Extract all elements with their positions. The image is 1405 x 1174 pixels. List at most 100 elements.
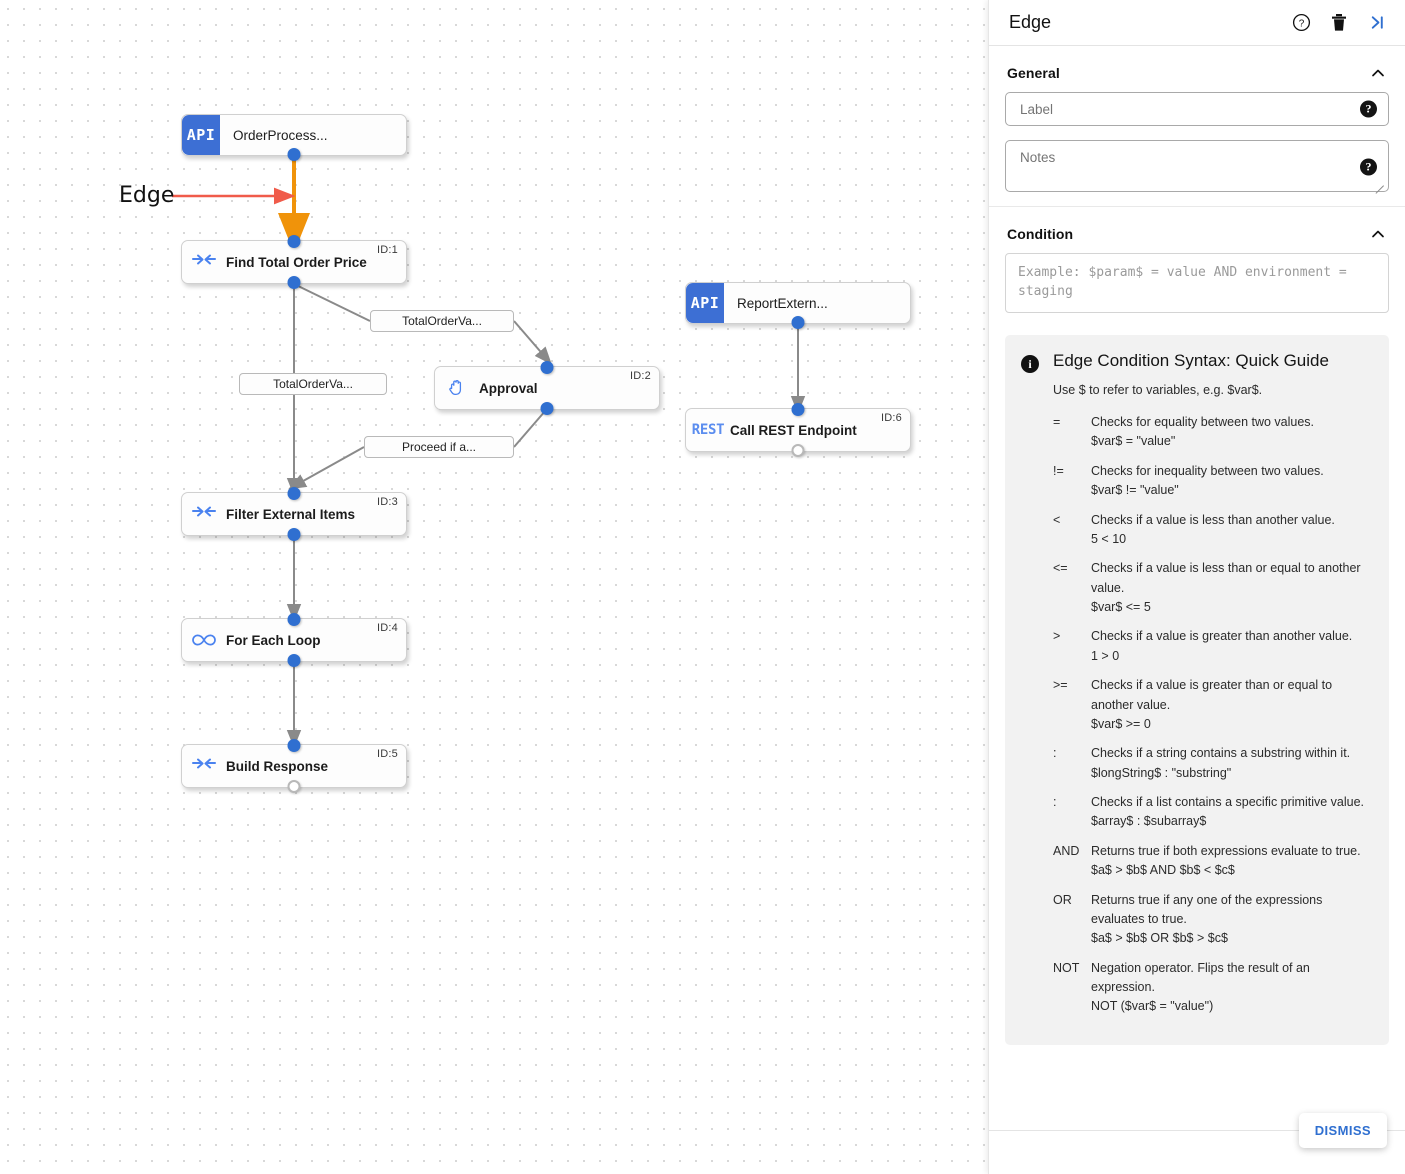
operator-row: AND Returns true if both expressions eval… [1053,842,1373,881]
operator-description: Checks for inequality between two values… [1091,462,1373,501]
node-title: Filter External Items [226,506,356,522]
operator-symbol: <= [1053,561,1068,576]
node-id-label: ID:3 [377,496,398,508]
operator-symbol: AND [1053,843,1080,858]
node-filter-external-items[interactable]: Filter External Items ID:3 [181,487,407,541]
node-title: ReportExtern... [737,295,828,311]
operator-example: 1 > 0 [1091,648,1120,663]
operator-description: Checks if a value is less than or equal … [1091,559,1373,617]
label-help-icon[interactable]: ? [1360,100,1377,118]
operator-example: 5 < 10 [1091,531,1127,546]
output-port[interactable] [287,148,301,161]
section-condition: Condition Example: $param$ = value AND e… [989,207,1405,1045]
output-port[interactable] [287,528,301,541]
node-id-label: ID:2 [630,370,651,382]
condition-syntax-guide: i Edge Condition Syntax: Quick Guide Use… [1005,335,1389,1045]
operator-description: Checks if a value is greater than or equ… [1091,676,1373,734]
node-title: Build Response [226,758,329,774]
label-field-placeholder: Label [1020,101,1054,117]
node-call-rest-endpoint[interactable]: REST Call REST Endpoint ID:6 [685,403,911,457]
guide-intro: Use $ to refer to variables, e.g. $var$. [1053,383,1263,397]
node-report-external[interactable]: API ReportExtern... [685,282,911,329]
operator-example: $var$ != "value" [1091,483,1179,498]
operator-row: >=Checks if a value is greater than or e… [1053,676,1373,734]
condition-input[interactable]: Example: $param$ = value AND environment… [1005,253,1389,313]
operator-example: $var$ >= 0 [1091,716,1151,731]
output-port[interactable] [791,316,805,329]
operator-row: :Checks if a list contains a specific pr… [1053,793,1373,832]
operator-description: Negation operator. Flips the result of a… [1091,959,1373,1017]
output-port[interactable] [287,654,301,667]
operator-row: >Checks if a value is greater than anoth… [1053,627,1373,666]
operator-row: <= Checks if a value is less than or equa… [1053,559,1373,617]
operator-description: Checks if a string contains a substring … [1091,744,1373,783]
notes-help-icon[interactable]: ? [1360,158,1377,176]
panel-title: Edge [1009,12,1052,32]
node-title: For Each Loop [226,632,321,648]
infinity-icon [182,633,226,647]
output-port[interactable] [791,444,805,457]
edge-label-proceed-if[interactable]: Proceed if a... [364,436,514,458]
operator-description: Checks for equality between two values.$… [1091,413,1373,452]
chevron-up-icon[interactable] [1369,225,1387,243]
section-general-heading: General [1007,65,1060,81]
resize-handle[interactable] [1375,179,1384,188]
node-find-total-order-price[interactable]: Find Total Order Price ID:1 [181,235,407,289]
input-port[interactable] [791,403,805,416]
edge-annotation-label: Edge [119,183,175,208]
output-port[interactable] [287,780,301,793]
panel-footer: DISMISS [989,1113,1405,1174]
operator-example: NOT ($var$ = "value") [1091,999,1214,1014]
api-badge-icon: API [182,115,220,155]
operator-row: !=Checks for inequality between two valu… [1053,462,1373,501]
operator-example: $var$ <= 5 [1091,600,1151,614]
input-port[interactable] [287,487,301,500]
panel-header: Edge ? [989,0,1405,46]
svg-text:?: ? [1298,19,1304,30]
operator-symbol: = [1053,415,1061,429]
output-port[interactable] [540,402,554,415]
converge-arrows-icon [182,254,226,270]
section-condition-heading: Condition [1007,226,1074,242]
dismiss-button[interactable]: DISMISS [1298,1113,1387,1148]
operator-description: Returns true if both expressions evaluat… [1091,842,1373,881]
delete-icon[interactable] [1329,13,1349,33]
help-icon[interactable]: ? [1291,13,1311,33]
node-title: OrderProcess... [233,127,328,143]
operator-symbol: < [1053,512,1061,527]
input-port[interactable] [287,235,301,248]
flow-canvas[interactable]: Edge API OrderProcess... [0,0,988,1174]
info-icon: i [1021,355,1039,373]
collapse-right-icon[interactable] [1367,13,1387,33]
node-title: Approval [479,380,538,396]
edge-properties-panel: Edge ? [988,0,1405,1174]
operator-symbol: OR [1053,892,1072,907]
node-build-response[interactable]: Build Response ID:5 [181,739,407,793]
node-id-label: ID:1 [377,244,398,256]
operator-example: $a$ > $b$ AND $b$ < $c$ [1091,863,1235,878]
hand-icon [435,378,479,398]
notes-field-placeholder: Notes [1020,150,1056,165]
operator-example: $array$ : $subarray$ [1091,814,1207,829]
node-approval[interactable]: Approval ID:2 [434,361,660,415]
input-port[interactable] [540,361,554,374]
node-id-label: ID:6 [881,412,902,424]
notes-field[interactable]: Notes ? [1005,140,1389,192]
operator-description: Checks if a list contains a specific pri… [1091,793,1373,832]
label-field[interactable]: Label ? [1005,92,1389,126]
input-port[interactable] [287,739,301,752]
operator-example: $a$ > $b$ OR $b$ > $c$ [1091,931,1228,946]
section-general: General Label ? Notes ? [989,46,1405,192]
edge-label-total-order-value-approval[interactable]: TotalOrderVa... [370,310,514,332]
node-for-each-loop[interactable]: For Each Loop ID:4 [181,613,407,667]
edge-label-total-order-value-filter[interactable]: TotalOrderVa... [239,373,387,395]
output-port[interactable] [287,276,301,289]
input-port[interactable] [287,613,301,626]
operator-list: = Checks for equality between two values.… [1053,413,1373,1017]
operator-description: Checks if a value is less than another v… [1091,511,1373,550]
node-order-process[interactable]: API OrderProcess... [181,114,407,161]
chevron-up-icon[interactable] [1369,64,1387,82]
node-id-label: ID:4 [377,622,398,634]
